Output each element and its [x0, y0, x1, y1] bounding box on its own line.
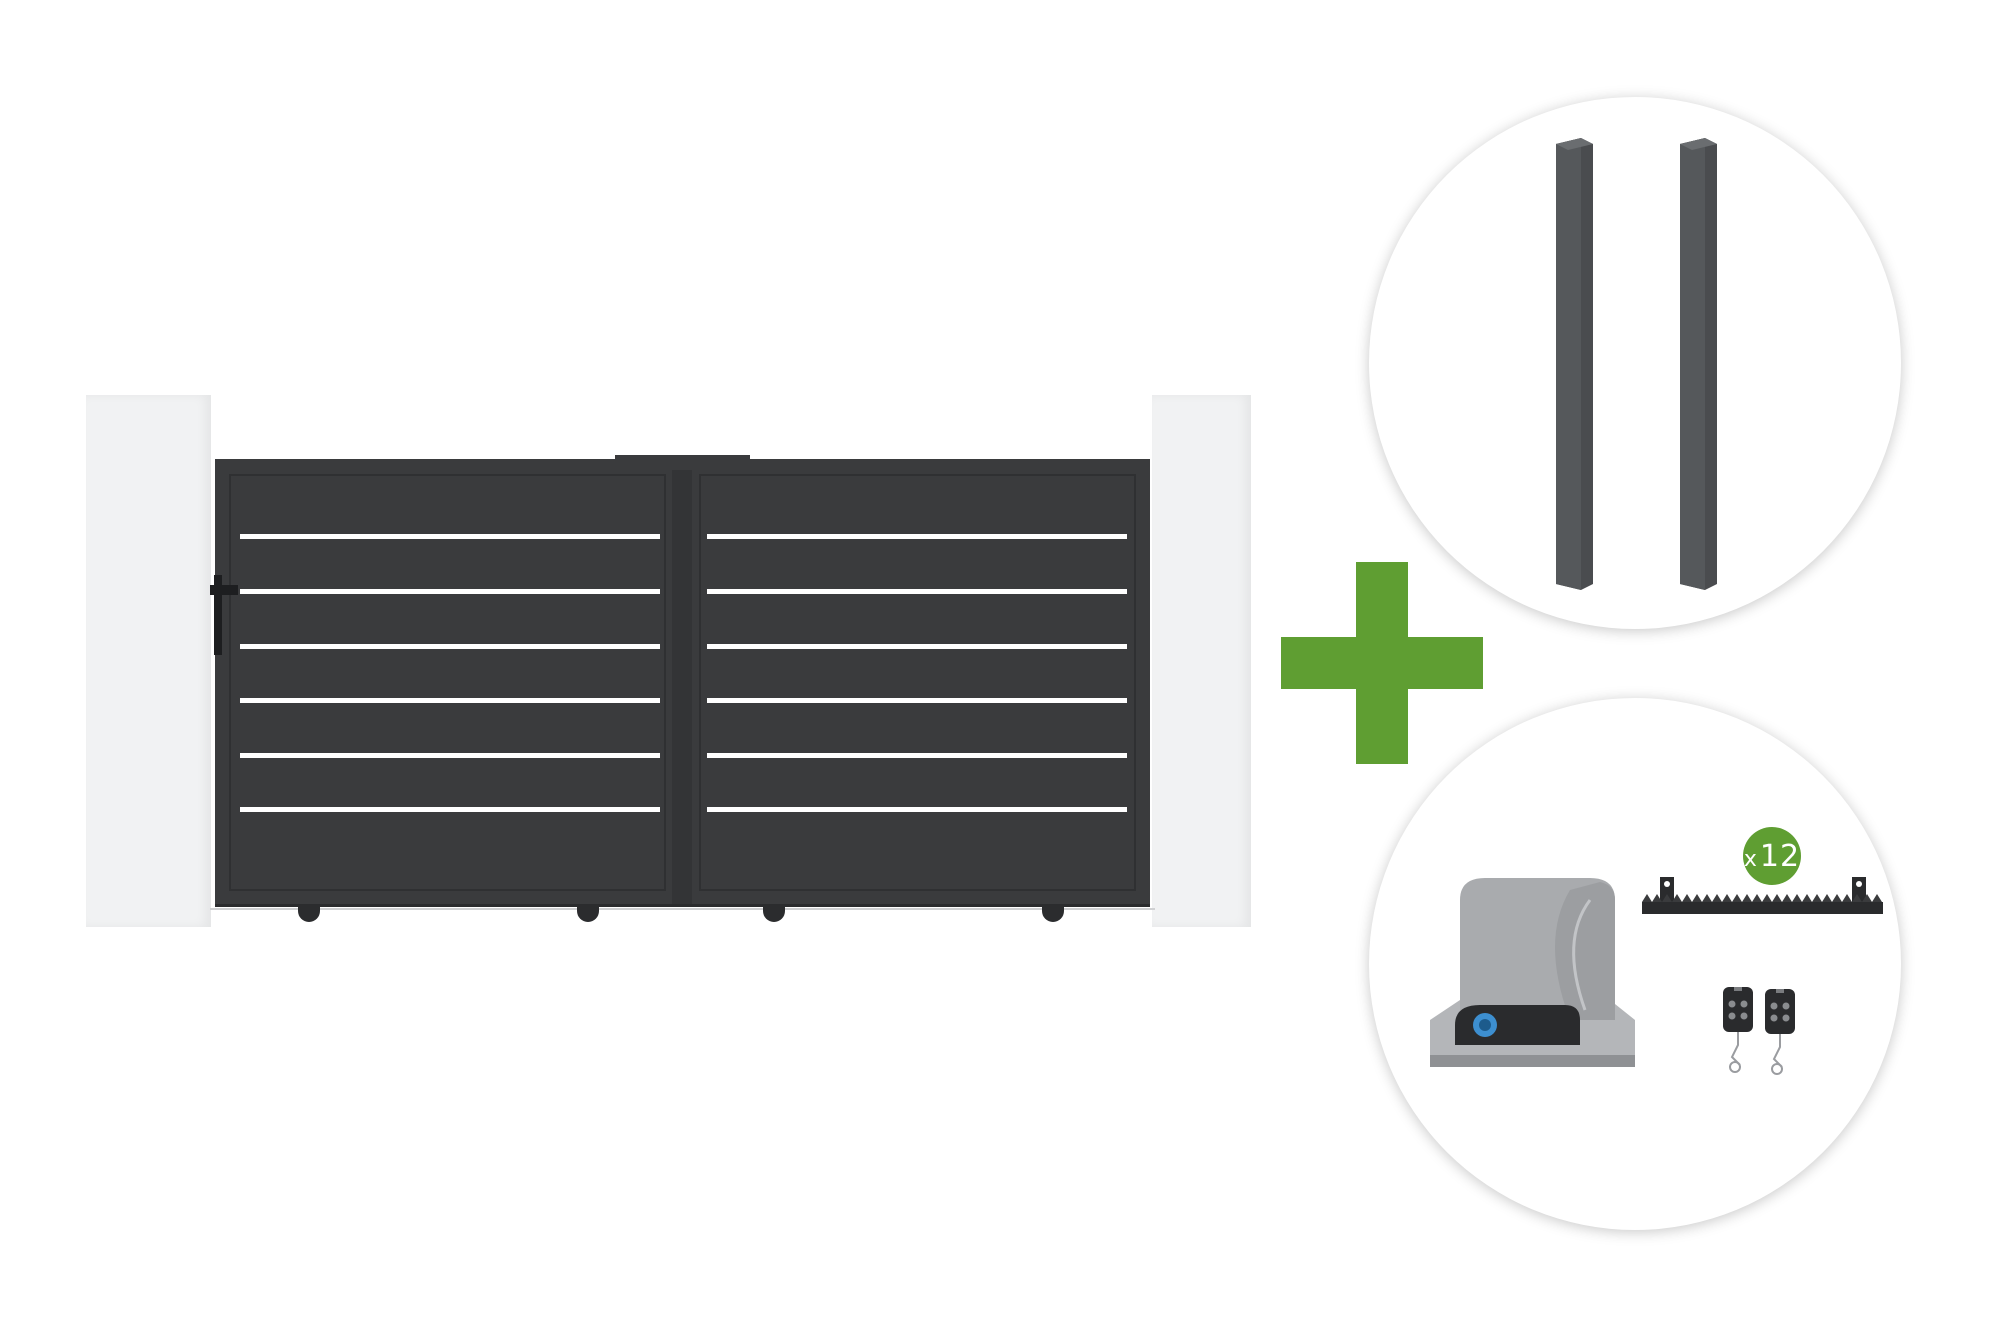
- quantity-count: 12: [1759, 838, 1801, 874]
- gate-posts: [1556, 138, 1717, 590]
- left-pillar: [86, 395, 211, 927]
- motor-kit-circle: [1369, 698, 1901, 1230]
- right-pillar: [1152, 395, 1251, 927]
- quantity-prefix: x: [1743, 846, 1758, 872]
- plus-icon: [1281, 562, 1483, 764]
- gate-motor: [1430, 878, 1635, 1067]
- gear-rack: [1642, 877, 1883, 914]
- remote-left: [1723, 987, 1753, 1073]
- post-right: [1680, 138, 1717, 590]
- remote-right: [1765, 989, 1795, 1075]
- lock-handle: [214, 575, 222, 655]
- sliding-gate: [210, 455, 1155, 922]
- remote-controls: [1723, 987, 1795, 1075]
- post-left: [1556, 138, 1593, 590]
- posts-circle: [1369, 97, 1901, 629]
- slat-gaps: [240, 534, 1127, 812]
